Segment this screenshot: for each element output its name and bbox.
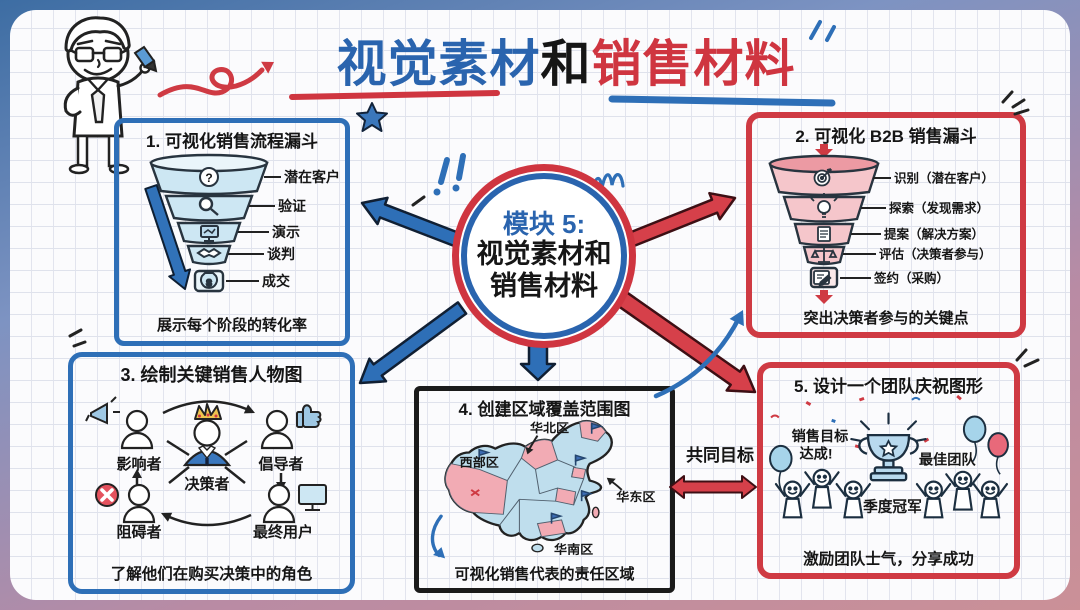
hainan-shape (531, 543, 544, 553)
panel5-title: 5. 设计一个团队庆祝图形 (794, 377, 983, 396)
region-label: 华北区 (530, 420, 570, 434)
panel1-title: 1. 可视化销售流程漏斗 (146, 132, 318, 151)
presenter-figure-icon (63, 16, 158, 175)
title-part-red: 销售材料 (591, 36, 796, 92)
pencil-icon (133, 45, 158, 73)
region-label: 华南区 (554, 542, 594, 556)
panel-key-personas: 3. 绘制关键销售人物图 (68, 352, 355, 594)
block-x-icon (95, 483, 119, 507)
svg-text:?: ? (205, 171, 212, 185)
role-label: 阻碍者 (116, 523, 161, 541)
panel3-title: 3. 绘制关键销售人物图 (120, 365, 303, 385)
panel-team-celebration: 5. 设计一个团队庆祝图形 (757, 362, 1020, 579)
target-icon (813, 168, 832, 187)
cartoon-presenter (63, 16, 158, 175)
presentation-screen-icon (200, 225, 219, 242)
quarter-champion-label: 季度冠军 (863, 497, 922, 515)
role-label: 倡导者 (257, 455, 303, 473)
funnel1-stage-label: 谈判 (267, 246, 295, 262)
question-bubble-icon: ? (199, 167, 219, 187)
confetti-icons (770, 394, 962, 449)
trophy-rays (850, 412, 927, 443)
role-label: 影响者 (116, 455, 161, 473)
panel4-title: 4. 创建区域覆盖范围图 (458, 400, 631, 419)
balloon-icons (769, 415, 1009, 494)
handshake-icon (196, 247, 222, 259)
panel4-caption: 可视化销售代表的责任区域 (454, 566, 635, 583)
map-flag-icons (478, 422, 604, 524)
document-icon (817, 226, 831, 242)
panel-sales-process-funnel: 1. 可视化销售流程漏斗 ? (114, 118, 350, 346)
page-title: 视觉素材和销售材料 (276, 24, 856, 96)
influencer-figure (120, 409, 154, 450)
panel1-caption: 展示每个阶段的转化率 (156, 317, 307, 334)
module-number: 模块 5: (502, 208, 586, 239)
title-part-and: 和 (540, 36, 592, 92)
contract-pen-icon (813, 270, 832, 287)
funnel2-stage-label: 评估（决策者参与） (879, 247, 992, 262)
panel-territory-map: 4. 创建区域覆盖范围图 (414, 386, 675, 593)
decision-maker-figure (182, 403, 232, 467)
trophy-icon (858, 433, 919, 482)
scales-icon (810, 248, 838, 263)
end-user-figure (262, 483, 296, 524)
thumbs-up-icon (296, 404, 322, 428)
monitor-icon (298, 484, 327, 511)
sales-funnel-graphic: ? $ 潜在客户 验证 演示 谈判 成交 (144, 153, 340, 293)
magnifier-icon (198, 196, 219, 216)
funnel1-stage-label: 潜在客户 (284, 169, 340, 185)
b2b-funnel-graphic: 识别（潜在客户） 探索（发现需求） 提案（解决方案） 评估（决策者参与） 签约（… (768, 144, 994, 304)
advocate-figure (260, 409, 294, 450)
region-label: 西部区 (479, 415, 528, 419)
panel2-caption: 突出决策者参与的关键点 (803, 310, 969, 327)
funnel2-stage-label: 提案（解决方案） (884, 227, 984, 242)
china-territory-map: 华北区 西部区 西部区 华东区 华南区 (430, 415, 656, 559)
persona-map-graphic: 影响者 倡导者 决策者 阻碍者 最终用户 (85, 396, 327, 541)
role-label: 最终用户 (253, 523, 313, 541)
funnel2-stage-label: 签约（采购） (873, 271, 949, 286)
funnel1-stage-label: 验证 (278, 198, 306, 214)
module-title-line1: 视觉素材和 (476, 239, 612, 270)
funnel1-stage-label: 成交 (262, 273, 290, 289)
common-goal-label: 共同目标 (686, 446, 754, 465)
red-arrow-down-icon (815, 144, 833, 158)
west-red-mark (470, 489, 480, 497)
lightbulb-icon (810, 193, 838, 218)
best-team-label: 最佳团队 (919, 451, 977, 468)
down-arrow-icon (144, 184, 191, 290)
cheering-figures (774, 468, 1009, 519)
goal-label: 达成! (799, 446, 832, 463)
red-arrow-down-icon (815, 290, 833, 304)
funnel1-stage-label: 演示 (272, 224, 300, 240)
svg-text:$: $ (206, 278, 211, 288)
glasses-icon (68, 46, 129, 63)
center-module-inner-ring: 模块 5: 视觉素材和 销售材料 (461, 173, 627, 339)
celebration-graphic: 销售目标 达成! 最佳团队 季度冠军 (769, 394, 1009, 519)
center-module-circle: 模块 5: 视觉素材和 销售材料 (452, 164, 636, 348)
panel2-title: 2. 可视化 B2B 销售漏斗 (795, 127, 977, 146)
blocker-figure (122, 483, 156, 524)
megaphone-icon (85, 396, 120, 425)
panel-b2b-funnel: 2. 可视化 B2B 销售漏斗 (746, 112, 1026, 338)
module-title-line2: 销售材料 (490, 271, 598, 302)
panel3-caption: 了解他们在购买决策中的角色 (110, 566, 313, 583)
funnel2-stage-label: 探索（发现需求） (889, 201, 989, 216)
panel5-caption: 激励团队士气，分享成功 (803, 551, 974, 568)
goal-label: 销售目标 (792, 428, 849, 445)
money-bag-icon: $ (200, 272, 218, 289)
role-label: 决策者 (184, 475, 229, 493)
taiwan-shape (591, 506, 600, 519)
funnel2-stage-label: 识别（潜在客户） (894, 171, 994, 186)
region-label: 西部区 (460, 455, 500, 469)
region-label: 华东区 (616, 490, 656, 504)
title-part-blue: 视觉素材 (336, 36, 541, 92)
